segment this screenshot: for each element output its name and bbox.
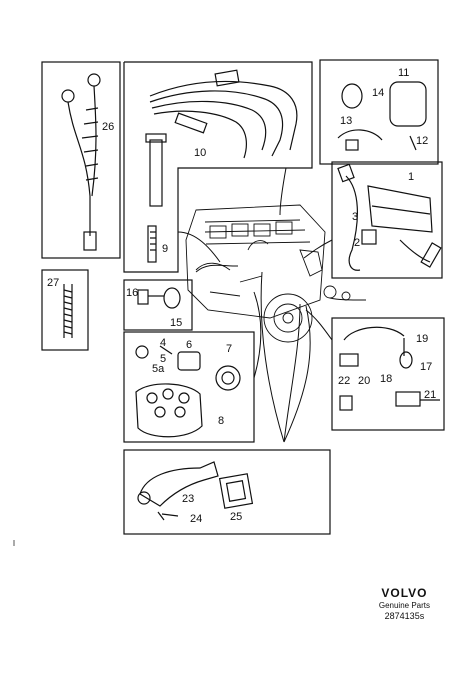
label-14: 14 <box>372 87 384 99</box>
label-20: 20 <box>358 375 370 387</box>
panel-coil-11 <box>319 59 439 165</box>
sensor-16-illustration <box>137 287 181 309</box>
label-16: 16 <box>126 287 138 299</box>
brand-subtitle: Genuine Parts <box>378 601 430 610</box>
label-19: 19 <box>416 333 428 345</box>
label-1: 1 <box>408 171 414 183</box>
crank-sensor-illustration <box>339 326 440 411</box>
label-18: 18 <box>380 373 392 385</box>
panel-distributor <box>123 331 255 443</box>
label-5: 5 <box>160 353 166 365</box>
panel-ignition-leads <box>123 61 313 273</box>
label-22: 22 <box>338 375 350 387</box>
label-5a: 5a <box>152 363 165 375</box>
label-23: 23 <box>182 493 194 505</box>
leader-lines <box>177 167 367 443</box>
label-9: 9 <box>162 243 168 255</box>
part-number-labels: 26 27 10 9 11 14 13 12 1 3 2 16 15 6 4 5… <box>47 67 436 525</box>
label-8: 8 <box>218 415 224 427</box>
panel-coil-1 <box>331 161 443 279</box>
label-10: 10 <box>194 147 206 159</box>
label-11: 11 <box>398 67 409 79</box>
harness-26-illustration <box>61 73 101 251</box>
label-26: 26 <box>102 121 114 133</box>
panel-crank-sensor <box>331 317 445 431</box>
ignition-leads-10 <box>145 69 298 263</box>
label-17: 17 <box>420 361 432 373</box>
bracket-illustration <box>137 461 254 521</box>
label-13: 13 <box>340 115 352 127</box>
label-7: 7 <box>226 343 232 355</box>
label-4: 4 <box>160 337 166 349</box>
coil-11-illustration <box>337 81 427 151</box>
volvo-branding: VOLVO Genuine Parts 2874135s <box>379 586 430 621</box>
brand-logo: VOLVO <box>381 586 428 600</box>
panel-harness-26 <box>41 61 121 259</box>
label-6: 6 <box>186 339 192 351</box>
panel-sensor-16 <box>123 279 193 331</box>
label-25: 25 <box>230 511 242 523</box>
label-2: 2 <box>354 237 360 249</box>
distributor-illustration <box>135 345 241 438</box>
engine-illustration <box>185 204 351 343</box>
label-15: 15 <box>170 317 182 329</box>
bolt-27-illustration <box>63 284 73 338</box>
label-24: 24 <box>190 513 202 525</box>
coil-1-illustration <box>337 163 442 271</box>
diagram-code: 2874135s <box>384 611 425 621</box>
panel-bolt-27 <box>41 269 89 351</box>
label-27: 27 <box>47 277 59 289</box>
panel-bracket <box>123 449 331 535</box>
label-12: 12 <box>416 135 428 147</box>
label-21: 21 <box>424 389 436 401</box>
label-3: 3 <box>352 211 358 223</box>
